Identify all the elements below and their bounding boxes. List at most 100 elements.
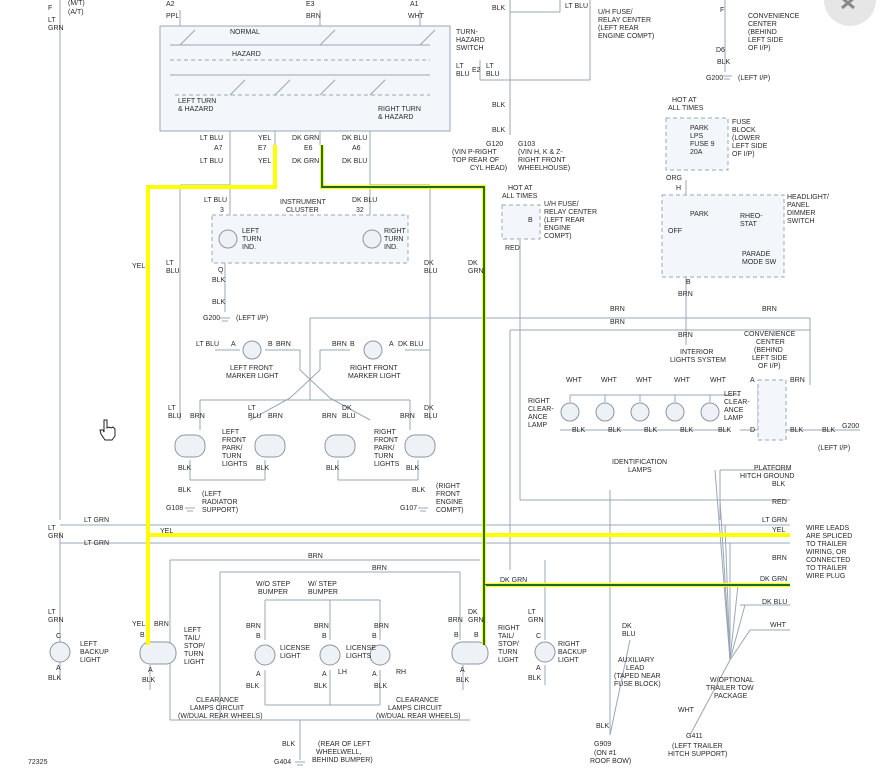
label-brn-conv: BRN: [790, 377, 805, 384]
label-org: ORG: [666, 175, 682, 182]
label-a-lt: A: [148, 667, 153, 674]
label-pin3: 3: [220, 207, 224, 214]
label-blk-lic2: BLK: [314, 683, 328, 690]
label-ltgrn-l2: LT GRN: [84, 517, 109, 524]
label-brn-int4: BRN: [678, 332, 693, 339]
ground-icon: [722, 75, 732, 80]
label-blk-top: BLK: [492, 5, 506, 12]
label-wht-5: WHT: [710, 377, 727, 384]
label-ltgrn-l3: LT GRN: [84, 540, 109, 547]
label-park-sw: PARK: [690, 211, 709, 218]
id-lamp-5: [700, 402, 720, 422]
label-brn-int2: BRN: [610, 319, 625, 326]
label-brn-int1: BRN: [610, 306, 625, 313]
label-g108: G108: [166, 505, 183, 512]
label-e3: E3: [306, 1, 315, 8]
label-a-lic3: A: [372, 671, 377, 678]
label-c-lb: C: [56, 633, 61, 640]
id-lamp-1: [560, 402, 580, 422]
label-e-lt: B: [140, 632, 145, 639]
label-b-lm: B: [268, 341, 273, 348]
label-brn-lic1: BRN: [246, 623, 261, 630]
yel-highlight-wire: [146, 145, 277, 645]
switch-internals: [170, 29, 436, 96]
label-blk-1: BLK: [492, 102, 506, 109]
label-g200-right-loc: (LEFT I/P): [818, 445, 850, 452]
label-blk-fp1: BLK: [178, 465, 192, 472]
label-ppl: PPL: [166, 13, 179, 20]
label-blk-2: BLK: [492, 127, 506, 134]
label-dkblu-a6: DK BLU: [342, 135, 367, 142]
label-b-rm: B: [350, 341, 355, 348]
label-b-hl: B: [686, 279, 691, 286]
label-e-rt: B: [474, 632, 479, 639]
label-a-lic1: A: [256, 671, 261, 678]
label-e6: E6: [304, 145, 313, 152]
label-b-lic3: B: [372, 633, 377, 640]
label-yel-ph: YEL: [772, 527, 785, 534]
label-blk-q2: BLK: [212, 299, 226, 306]
label-brn-rt: BRN: [448, 617, 463, 624]
label-left-turn-hazard: LEFT TURN& HAZARD: [178, 98, 216, 113]
label-brn-ph: BRN: [772, 555, 787, 562]
label-brn-rm: BRN: [332, 341, 347, 348]
label-wht-top: WHT: [408, 13, 425, 20]
label-brn-rear1: BRN: [308, 553, 323, 560]
uh-fuse-mid-box: [501, 204, 541, 240]
label-blk-conv2: BLK: [790, 427, 804, 434]
label-wht-3: WHT: [636, 377, 653, 384]
left-front-park-lamp-a: [174, 434, 206, 458]
label-blk-id4: BLK: [680, 427, 694, 434]
label-m2: (A/T): [68, 9, 84, 16]
label-g200-top-loc: (LEFT I/P): [738, 75, 770, 82]
label-dkblu-32: DK BLU: [352, 197, 377, 204]
label-f-left: F: [48, 5, 52, 12]
label-blk-g107: BLK: [412, 487, 426, 494]
label-wht-g411: WHT: [678, 707, 695, 714]
label-blk-lt: BLK: [142, 677, 156, 684]
label-g107: G107: [400, 505, 417, 512]
ground-icon: [185, 507, 195, 512]
label-blk-fp4: BLK: [406, 465, 420, 472]
left-turn-indicator: [218, 229, 238, 249]
left-backup-lamp: [49, 641, 71, 663]
label-right-turn-hazard: RIGHT TURN& HAZARD: [378, 106, 421, 121]
label-f-top: F: [720, 7, 724, 14]
label-dkblu-a6b: DK BLU: [342, 158, 367, 165]
ground-icon: [220, 317, 230, 322]
label-dkblu-ph: DK BLU: [762, 599, 787, 606]
label-ltblu-3: LT BLU: [204, 197, 227, 204]
label-blk-conv: BLK: [717, 59, 731, 66]
close-icon[interactable]: [824, 0, 876, 26]
label-yel-e7b: YEL: [258, 158, 271, 165]
label-a1: A1: [410, 1, 419, 8]
cursor-hand-icon: [99, 419, 116, 441]
label-a-rb: A: [536, 665, 541, 672]
label-g200-right: G200: [842, 423, 859, 430]
label-yel-l: YEL: [160, 528, 173, 535]
label-wht-2: WHT: [601, 377, 618, 384]
label-brn-lic2: BRN: [314, 623, 329, 630]
